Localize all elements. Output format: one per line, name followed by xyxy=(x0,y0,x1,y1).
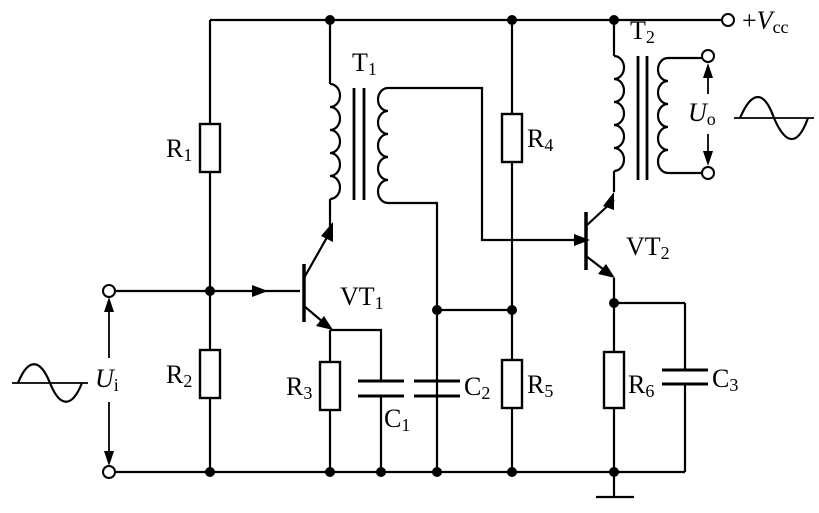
c3-label: C3 xyxy=(712,364,739,395)
output-terminal-top xyxy=(701,49,715,63)
t2-secondary xyxy=(656,49,814,180)
vcc-rail xyxy=(210,13,735,27)
r1-resistor xyxy=(198,122,222,174)
r6-resistor xyxy=(602,350,626,410)
r4-resistor xyxy=(500,112,524,164)
vcc-label: +Vcc xyxy=(742,6,789,37)
vt2-emitter-network xyxy=(602,278,708,472)
t2-label: T2 xyxy=(630,16,655,47)
vt1-label: VT1 xyxy=(340,282,384,313)
r4-label: R4 xyxy=(527,124,554,155)
uo-label: Uo xyxy=(688,98,716,129)
input-section xyxy=(12,284,300,479)
vcc-terminal xyxy=(721,13,735,27)
base-arrow xyxy=(252,285,268,297)
vt1-emitter-network xyxy=(318,328,404,472)
t1-label: T1 xyxy=(352,48,377,79)
r5-label: R5 xyxy=(527,370,554,401)
output-terminal-bottom xyxy=(701,166,715,180)
junction-dots xyxy=(205,15,619,477)
t2-primary xyxy=(612,20,649,192)
r3-resistor xyxy=(318,360,342,412)
r2-resistor xyxy=(198,348,222,400)
c1-label: C1 xyxy=(384,404,411,435)
vt2-transistor xyxy=(574,192,615,278)
vt1-transistor xyxy=(302,222,333,330)
t1-primary xyxy=(328,20,366,232)
r6-label: R6 xyxy=(628,370,655,401)
r2-label: R2 xyxy=(166,360,193,391)
vt2-base-arrow xyxy=(574,234,590,246)
c2-capacitor xyxy=(414,379,460,398)
ui-label: Ui xyxy=(95,364,119,395)
ground-rail xyxy=(109,470,685,499)
input-terminal-top xyxy=(102,284,116,298)
input-terminal-bottom xyxy=(102,465,116,479)
r1-label: R1 xyxy=(166,134,193,165)
r1-r2-branch xyxy=(198,20,222,472)
c2-label: C2 xyxy=(464,372,491,403)
r3-label: R3 xyxy=(286,372,313,403)
r4-r5-branch xyxy=(500,20,524,472)
r5-resistor xyxy=(500,358,524,410)
vt2-label: VT2 xyxy=(626,232,670,263)
